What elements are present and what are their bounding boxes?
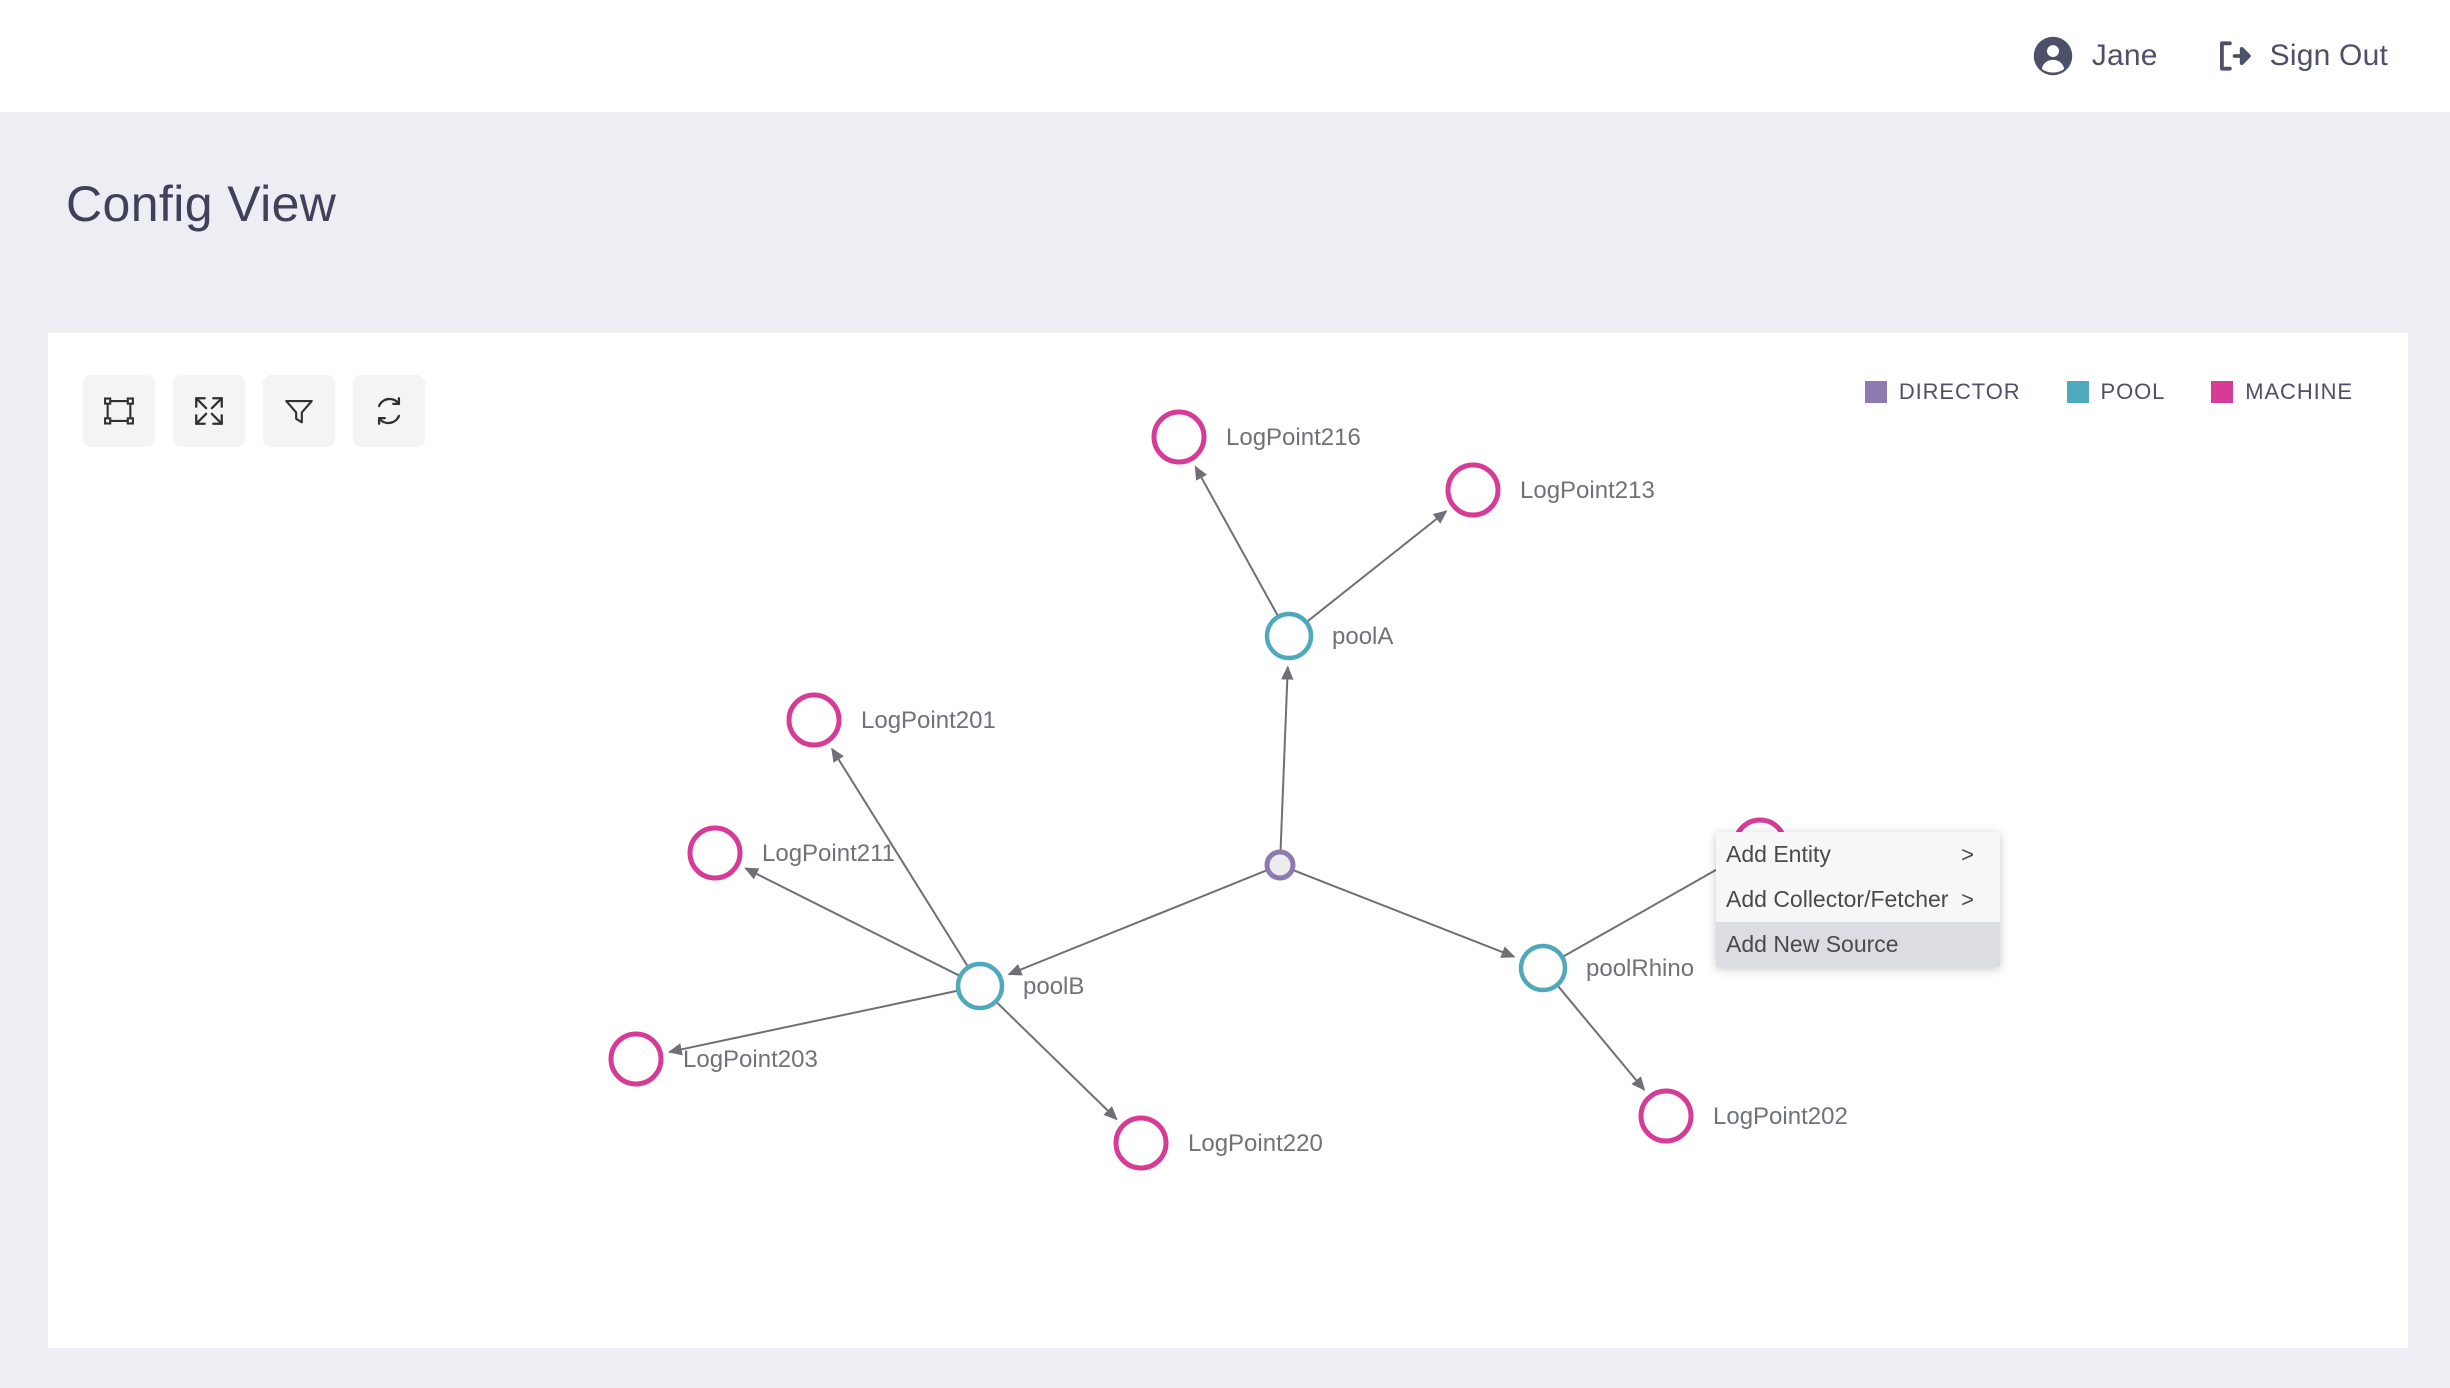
node-label: LogPoint216 [1226,424,1361,451]
legend-item-machine[interactable]: MACHINE [2211,379,2353,405]
node-circle[interactable] [1151,409,1207,465]
node-circle[interactable] [1445,462,1501,518]
graph-edge [1007,869,1268,976]
graph-edge [1306,510,1448,623]
graph-node-LogPoint216[interactable]: LogPoint216 [1151,409,1361,465]
graph-node-LogPoint213[interactable]: LogPoint213 [1445,462,1655,518]
graph-edge [744,867,960,977]
graph-node-poolRhino[interactable]: poolRhino [1518,943,1694,993]
node-label: poolB [1023,973,1084,1000]
graph-node-poolA[interactable]: poolA [1264,611,1393,661]
node-circle[interactable] [1638,1088,1694,1144]
node-context-menu[interactable]: Add Entity > Add Collector/Fetcher > Add… [1716,832,2000,967]
graph-edges [667,465,1732,1121]
menu-item-add-entity[interactable]: Add Entity > [1716,832,2000,877]
graph-node-LogPoint211[interactable]: LogPoint211 [687,825,895,881]
node-label: LogPoint203 [683,1046,818,1073]
user-profile-button[interactable]: Jane [2032,35,2158,77]
sign-out-icon [2214,37,2252,75]
filter-funnel-icon [282,394,316,428]
legend-label-director: DIRECTOR [1898,379,2021,404]
graph-legend: DIRECTOR POOL MACHINE [1864,379,2353,405]
legend-swatch-machine [2211,381,2234,403]
expand-arrows-icon [192,394,226,428]
graph-svg: poolA poolB poolRhino LogPoint216LogPoint21… [608,409,1848,1171]
select-box-icon [102,394,136,428]
node-circle[interactable] [1518,943,1568,993]
submenu-chevron-icon: > [1961,841,1974,867]
user-name-label: Jane [2091,39,2158,72]
node-label: LogPoint201 [861,707,996,734]
node-circle[interactable] [955,961,1005,1011]
menu-item-add-collector-fetcher[interactable]: Add Collector/Fetcher > [1716,877,2000,922]
node-label: LogPoint211 [762,840,895,867]
fit-to-screen-button[interactable] [173,375,245,447]
node-circle[interactable] [687,825,743,881]
graph-edge [1194,465,1279,617]
legend-swatch-pool [2066,381,2089,403]
node-label: LogPoint213 [1520,477,1655,504]
graph-node-LogPoint201[interactable]: LogPoint201 [786,692,996,748]
top-header-bar: Jane Sign Out [0,0,2450,112]
page-title: Config View [66,176,337,232]
node-label: poolA [1332,623,1393,650]
legend-item-director[interactable]: DIRECTOR [1864,379,2021,405]
graph-nodes: poolA poolB poolRhino LogPoint216LogPoint21… [608,409,1848,1171]
graph-edge [1562,860,1732,958]
graph-edge [831,747,969,968]
node-circle[interactable] [1264,849,1296,881]
node-circle[interactable] [786,692,842,748]
refresh-button[interactable] [353,375,425,447]
menu-item-add-entity-label: Add Entity [1726,841,1831,867]
node-circle[interactable] [608,1031,664,1087]
node-label: LogPoint220 [1188,1130,1323,1157]
graph-node-poolB[interactable]: poolB [955,961,1084,1011]
graph-edge [1556,985,1646,1091]
legend-swatch-director [1864,381,1887,403]
graph-edge [995,1001,1118,1121]
sign-out-button[interactable]: Sign Out [2214,37,2388,75]
legend-label-pool: POOL [2100,379,2166,404]
graph-node-LogPoint220[interactable]: LogPoint220 [1113,1115,1323,1171]
node-circle[interactable] [1264,611,1314,661]
graph-edge [1279,665,1294,852]
menu-item-add-collector-fetcher-label: Add Collector/Fetcher [1726,886,1949,912]
node-label: poolRhino [1586,955,1694,982]
legend-item-pool[interactable]: POOL [2066,379,2166,405]
submenu-chevron-icon: > [1961,886,1974,912]
filter-button[interactable] [263,375,335,447]
config-view-card: DIRECTOR POOL MACHINE poolA poolB poolRhin… [48,333,2408,1348]
graph-toolbar [83,375,425,447]
legend-label-machine: MACHINE [2245,379,2353,404]
graph-node-LogPoint202[interactable]: LogPoint202 [1638,1088,1848,1144]
refresh-icon [372,394,406,428]
graph-node-director[interactable] [1264,849,1296,881]
menu-item-add-new-source-label: Add New Source [1726,931,1899,957]
graph-edge [1292,869,1516,958]
node-circle[interactable] [1113,1115,1169,1171]
menu-item-add-new-source[interactable]: Add New Source [1716,922,2000,967]
select-box-button[interactable] [83,375,155,447]
graph-edge [667,989,958,1056]
user-avatar-icon [2032,35,2074,77]
sign-out-label: Sign Out [2269,39,2388,72]
node-label: LogPoint202 [1713,1103,1848,1130]
graph-node-LogPoint203[interactable]: LogPoint203 [608,1031,818,1087]
